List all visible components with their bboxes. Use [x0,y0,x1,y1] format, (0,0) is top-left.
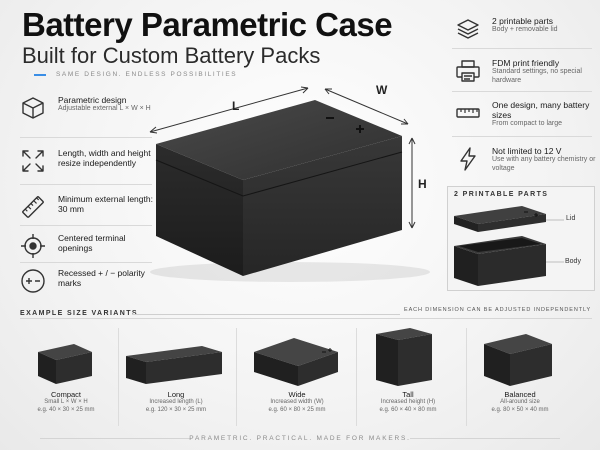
variant-example: e.g. 40 × 30 × 25 mm [37,406,95,413]
variant-example: e.g. 60 × 80 × 25 mm [268,406,326,413]
variant-example: e.g. 60 × 40 × 80 mm [379,406,437,413]
divider [356,328,357,426]
variant-balanced: Balanced All-around size e.g. 80 × 50 × … [464,390,576,414]
exploded-parts-illustration [454,206,564,286]
variants-title: EXAMPLE SIZE VARIANTS [20,310,138,317]
feature-title: One design, many battery sizes [492,100,590,120]
variant-wide-box [254,338,338,386]
variant-name: Long [167,390,185,399]
accent-line [34,74,46,76]
dim-label-w: W [376,83,388,97]
divider [452,48,592,49]
variant-name: Tall [402,390,414,399]
feature-title: Centered terminal openings [58,233,126,253]
divider [20,262,152,263]
divider [20,318,592,319]
divider [118,328,119,426]
feature-title: Minimum external length: 30 mm [58,194,153,214]
variants-note: EACH DIMENSION CAN BE ADJUSTED INDEPENDE… [404,307,592,313]
variant-tall: Tall Increased height (H) e.g. 60 × 40 ×… [352,390,464,414]
divider [20,184,152,185]
parts-label-body: Body [565,258,581,265]
ruler-icon [20,194,46,220]
divider [236,328,237,426]
feature-title: FDM print friendly [492,58,560,68]
feature-desc: Use with any battery chemistry or voltag… [492,156,596,172]
feature-title: 2 printable parts [492,16,553,26]
divider [132,314,400,315]
variant-name: Balanced [504,390,536,399]
variant-long-box [126,346,222,384]
printer-icon [455,58,481,84]
feature-title: Recessed + / − polarity marks [58,268,145,288]
parts-label-lid: Lid [566,215,576,222]
feature-desc: Adjustable external L × W × H [58,105,151,112]
tagline: SAME DESIGN. ENDLESS POSSIBILITIES [56,71,238,78]
divider [40,438,190,439]
parts-panel-title: 2 PRINTABLE PARTS [454,191,549,198]
variant-desc: Increased width (W) [270,399,324,405]
page-title: Battery Parametric Case [22,6,393,43]
variant-desc: Small L × W × H [44,399,88,405]
variant-name: Compact [50,390,81,399]
variant-desc: Increased height (H) [380,399,436,405]
feature-title: Length, width and height resize independ… [58,148,151,168]
battery-case-illustration: L W H [149,83,430,282]
variant-example: e.g. 80 × 50 × 40 mm [491,406,549,413]
plus-minus-icon [20,268,46,294]
variant-compact: Compact Small L × W × H e.g. 40 × 30 × 2… [10,390,122,414]
feature-desc: From compact to large [492,120,563,127]
variant-long: Long Increased length (L) e.g. 120 × 30 … [120,390,232,414]
variant-desc: Increased length (L) [149,399,203,405]
divider [452,91,592,92]
dim-label-h: H [418,177,427,191]
divider [20,225,152,226]
variant-desc: All-around size [500,399,540,405]
dim-label-l: L [232,99,239,113]
feature-desc: Standard settings, no special hardware [492,68,582,84]
variant-example: e.g. 120 × 30 × 25 mm [145,406,207,413]
feature-title: Parametric design [58,95,127,105]
variant-wide: Wide Increased width (W) e.g. 60 × 80 × … [241,390,353,414]
feature-desc: Body + removable lid [492,26,558,33]
divider [466,328,467,426]
divider [20,137,152,138]
crosshair-icon [20,233,46,259]
expand-arrows-icon [20,148,46,174]
variant-compact-box [38,344,92,384]
divider [452,136,592,137]
variant-balanced-box [484,334,552,386]
divider [410,438,560,439]
footer-tagline: PARAMETRIC. PRACTICAL. MADE FOR MAKERS. [189,435,411,442]
ruler-icon [455,100,481,126]
cube-icon [20,95,46,121]
lightning-icon [455,146,481,172]
feature-title: Not limited to 12 V [492,146,562,156]
variant-name: Wide [288,390,306,399]
page-subtitle: Built for Custom Battery Packs [22,43,321,68]
layers-icon [455,16,481,42]
variant-tall-box [376,328,432,386]
